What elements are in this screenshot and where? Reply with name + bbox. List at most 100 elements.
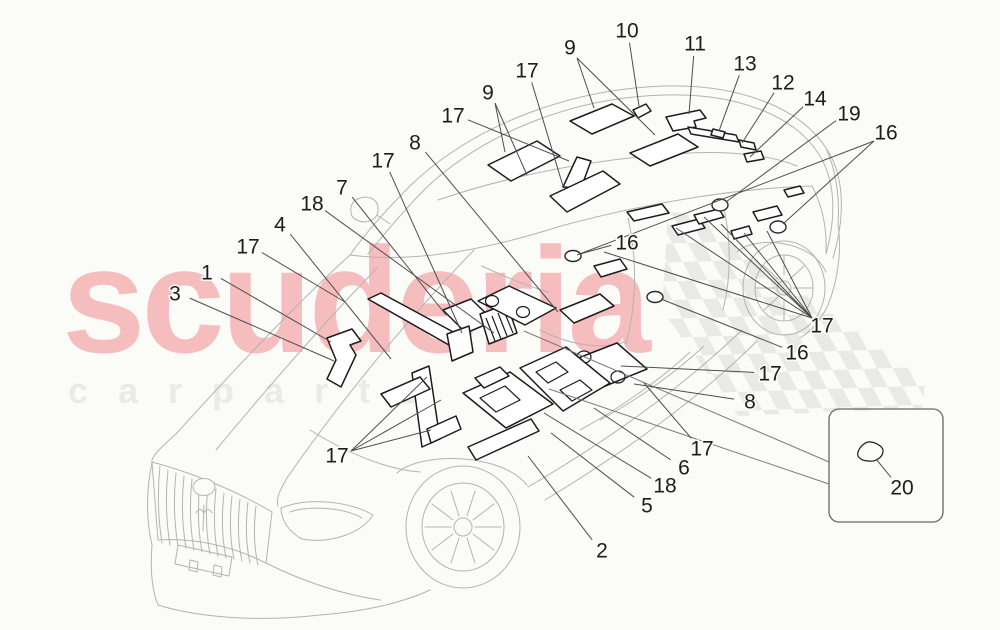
- leader-line: [289, 233, 392, 360]
- flag-cell: [677, 393, 703, 413]
- grommet-cap-part: [857, 441, 884, 462]
- callout-label: 6: [678, 457, 690, 480]
- leader-line: [688, 55, 695, 115]
- grille-trident: [195, 504, 213, 532]
- flag-cell: [732, 410, 758, 416]
- flag-cell: [848, 539, 873, 558]
- leader-lines: [189, 42, 892, 541]
- flag-cell: [817, 313, 843, 333]
- callout-label: 17: [236, 236, 259, 259]
- sill-panel: [467, 418, 540, 461]
- flag-cell: [918, 499, 943, 518]
- roof-outer-line: [411, 85, 842, 259]
- shelf-panel: [626, 203, 670, 222]
- flag-cell: [798, 503, 823, 522]
- flag-cell: [702, 411, 728, 416]
- shelf-panel: [752, 205, 783, 222]
- callout-label: 20: [890, 477, 913, 500]
- flag-cell: [747, 353, 773, 373]
- trunk-pad: [783, 185, 805, 198]
- callout-label: 12: [771, 72, 794, 95]
- callout-label: 14: [803, 88, 827, 111]
- leader-line: [782, 140, 875, 225]
- flag-cell: [912, 404, 935, 416]
- leader-line: [350, 376, 428, 452]
- front-tire: [405, 465, 521, 589]
- flag-cell: [727, 316, 753, 336]
- leader-line: [389, 171, 463, 334]
- callout-label: 1: [201, 262, 213, 285]
- flag-cell: [857, 387, 883, 407]
- wiper: [481, 265, 549, 293]
- leader-line: [633, 383, 735, 400]
- grommet: [769, 220, 787, 234]
- flag-cell: [842, 331, 868, 351]
- flag-cell: [712, 373, 738, 393]
- flag-cell: [862, 368, 888, 388]
- flag-cell: [873, 557, 898, 576]
- door-cuts: [625, 199, 730, 345]
- flag-cell: [827, 388, 853, 408]
- roof-panel-small: [632, 103, 652, 119]
- flag-cell: [768, 504, 793, 523]
- flag-cell: [687, 355, 713, 375]
- flag-cell: [933, 442, 958, 461]
- leader-line: [620, 365, 755, 373]
- floor-cutouts: [535, 361, 593, 402]
- flag-cell: [843, 558, 868, 577]
- flag-cell: [792, 408, 818, 416]
- side-mirror: [350, 196, 391, 225]
- flag-cell: [812, 332, 838, 352]
- flag-cell: [813, 446, 838, 465]
- flag-cell: [838, 464, 863, 483]
- leader-line: [579, 244, 612, 255]
- flag-cell: [777, 352, 803, 372]
- detail-wedge-line: [523, 330, 830, 485]
- leader-line: [424, 151, 559, 313]
- headlight-inner: [289, 507, 363, 519]
- sill-pad: [426, 415, 462, 444]
- flag-cell: [662, 224, 688, 244]
- flag-cell: [662, 394, 673, 414]
- callout-label: 9: [564, 37, 576, 60]
- flag-cell: [662, 262, 678, 282]
- flag-cell: [702, 298, 728, 318]
- leader-line: [324, 210, 495, 334]
- flag-cell: [858, 501, 883, 520]
- callout-label: 17: [758, 363, 781, 386]
- leader-line: [629, 42, 640, 107]
- rear-tire: [742, 240, 826, 336]
- grommet: [646, 290, 664, 304]
- leader-line: [350, 429, 432, 452]
- leader-line: [718, 74, 740, 132]
- flag-cell: [753, 448, 778, 467]
- tunnel-step: [479, 385, 521, 413]
- flag-cell: [748, 467, 773, 486]
- flag-cell: [758, 429, 783, 448]
- grommet: [711, 198, 729, 212]
- flag-cell: [757, 315, 783, 335]
- flag-cell: [888, 500, 913, 519]
- roof-panel: [569, 103, 635, 135]
- flag-cell: [752, 334, 778, 354]
- flag-cell: [697, 317, 723, 337]
- flag-cell: [668, 432, 693, 451]
- flag-cell: [788, 428, 813, 447]
- callout-label: 17: [690, 438, 713, 461]
- flag-cell: [783, 447, 808, 466]
- plate-bracket: [174, 544, 233, 578]
- flag-cell: [677, 280, 703, 300]
- flag-cell: [863, 482, 888, 501]
- flag-cell: [778, 466, 803, 485]
- front-bumper: [147, 462, 431, 619]
- leader-line: [350, 399, 442, 452]
- callout-label: 10: [615, 20, 638, 43]
- flag-cell: [943, 404, 968, 423]
- flag-cell: [743, 486, 768, 505]
- dash-block-right: [559, 293, 615, 324]
- flag-cell: [908, 537, 933, 556]
- deck-clip: [738, 139, 757, 151]
- flag-cell: [723, 449, 748, 468]
- rear-body: [799, 147, 840, 339]
- flag-cell: [717, 354, 743, 374]
